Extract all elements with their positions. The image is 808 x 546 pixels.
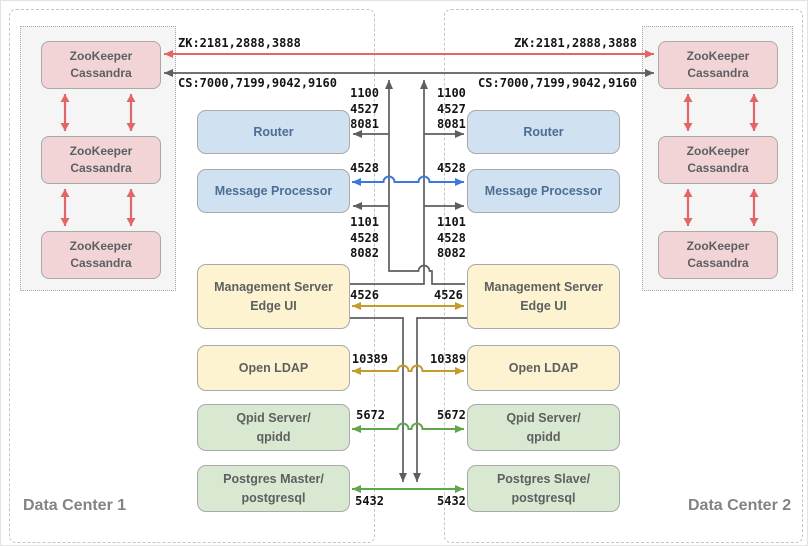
dc1-message-processor-node: Message Processor: [197, 169, 350, 213]
mp-blue-port-label-left: 4528: [350, 161, 379, 175]
qpid-port-label-left: 5672: [356, 408, 385, 422]
dc1-open-ldap-node: Open LDAP: [197, 345, 350, 391]
dc2-qpid-node: Qpid Server/ qpidd: [467, 404, 620, 451]
cassandra-ports-label-right: CS:7000,7199,9042,9160: [478, 76, 637, 90]
dc1-router-node: Router: [197, 110, 350, 154]
dc2-zookeeper-cassandra-node-1: ZooKeeper Cassandra: [658, 41, 778, 89]
management-port-label-right: 4526: [434, 288, 463, 302]
dc1-management-server-node: Management Server Edge UI: [197, 264, 350, 329]
ldap-port-label-right: 10389: [430, 352, 467, 366]
router-ports-label-left: 1100 4527 8081: [350, 86, 379, 131]
postgres-port-label-left: 5432: [355, 494, 384, 508]
dc2-open-ldap-node: Open LDAP: [467, 345, 620, 391]
dc1-zookeeper-cassandra-node-1: ZooKeeper Cassandra: [41, 41, 161, 89]
dc1-zookeeper-cassandra-node-3: ZooKeeper Cassandra: [41, 231, 161, 279]
data-center-2-title: Data Center 2: [688, 497, 792, 514]
data-center-1-title: Data Center 1: [23, 497, 127, 514]
qpid-port-label-right: 5672: [437, 408, 466, 422]
management-port-label-left: 4526: [350, 288, 379, 302]
dc1-zookeeper-cassandra-node-2: ZooKeeper Cassandra: [41, 136, 161, 184]
cassandra-ports-label-left: CS:7000,7199,9042,9160: [178, 76, 337, 90]
dc2-management-server-node: Management Server Edge UI: [467, 264, 620, 329]
mp-blue-port-label-right: 4528: [437, 161, 466, 175]
zookeeper-ports-label-left: ZK:2181,2888,3888: [178, 36, 301, 50]
dc2-postgres-slave-node: Postgres Slave/ postgresql: [467, 465, 620, 512]
dc2-router-node: Router: [467, 110, 620, 154]
dc2-zookeeper-cassandra-node-2: ZooKeeper Cassandra: [658, 136, 778, 184]
dc2-zookeeper-cassandra-node-3: ZooKeeper Cassandra: [658, 231, 778, 279]
zookeeper-ports-label-right: ZK:2181,2888,3888: [514, 36, 637, 50]
dc2-message-processor-node: Message Processor: [467, 169, 620, 213]
router-ports-label-right: 1100 4527 8081: [437, 86, 466, 131]
mp-ports-label-left: 1101 4528 8082: [350, 215, 379, 260]
mp-ports-label-right: 1101 4528 8082: [437, 215, 466, 260]
postgres-port-label-right: 5432: [437, 494, 466, 508]
ldap-port-label-left: 10389: [351, 352, 388, 366]
dc1-qpid-node: Qpid Server/ qpidd: [197, 404, 350, 451]
dc1-postgres-master-node: Postgres Master/ postgresql: [197, 465, 350, 512]
